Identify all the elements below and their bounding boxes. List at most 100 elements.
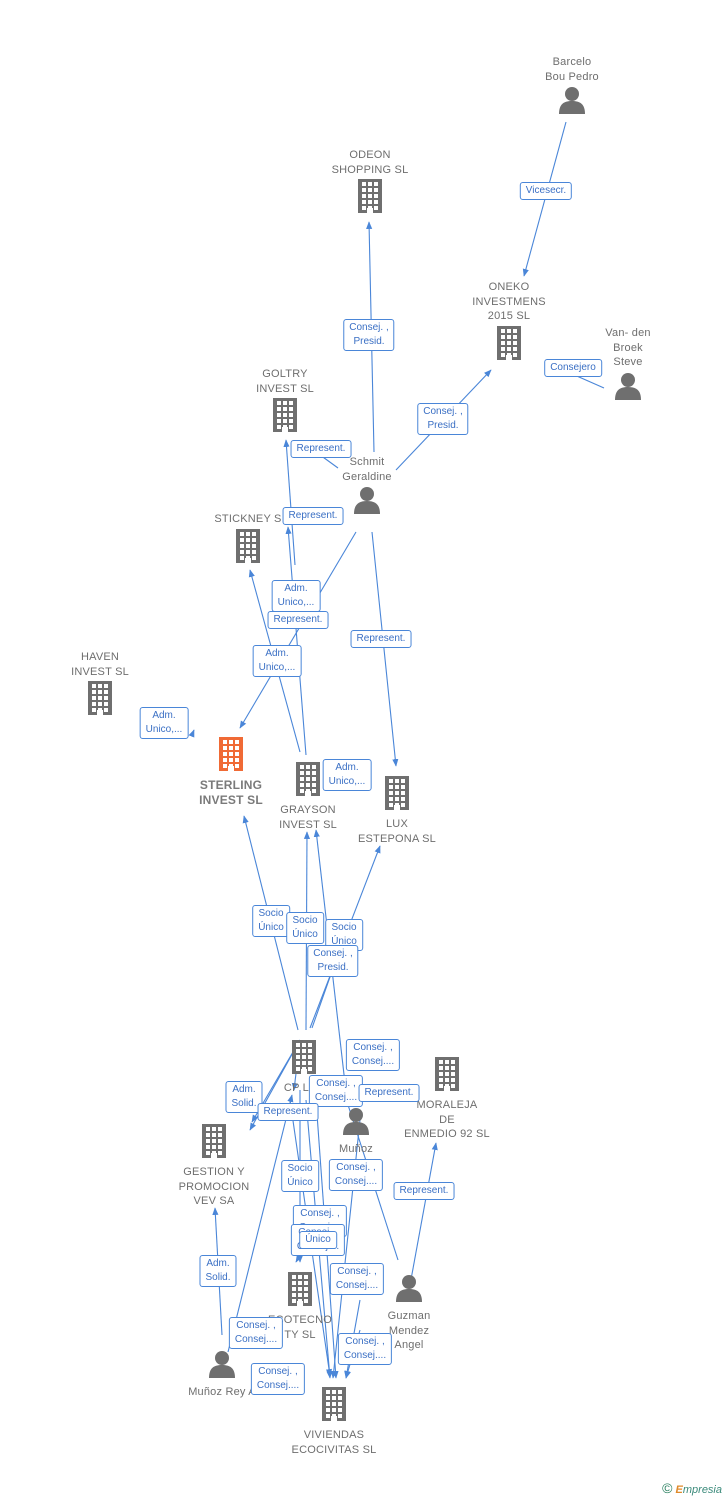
person-node-munoz[interactable]: Muñoz <box>281 1105 431 1157</box>
node-label: Muñoz <box>339 1142 373 1157</box>
edge-role-text: Unico,... <box>145 724 183 735</box>
building-icon <box>286 1272 314 1311</box>
node-label-line: Broek <box>613 341 643 354</box>
edge-role-text: Adm. <box>284 583 308 594</box>
company-node-grayson[interactable]: GRAYSON INVEST SL <box>233 760 383 832</box>
edge-role-text: Adm. <box>335 762 359 773</box>
edge-role-label[interactable]: Consej. ,Consej.... <box>250 1363 306 1395</box>
edge-role-label[interactable]: Represent. <box>267 611 329 629</box>
node-label-line: GRAYSON <box>280 804 336 816</box>
company-node-cpley[interactable]: CP LEY <box>229 1038 379 1096</box>
edge-role-text: Único <box>258 922 284 933</box>
edge-role-label[interactable]: Único <box>299 1231 337 1249</box>
node-label-line: STICKNEY S <box>214 513 282 525</box>
edge-role-text: Represent. <box>263 1106 313 1117</box>
edge-role-label[interactable]: Consej. ,Presid. <box>307 945 359 977</box>
edge-role-text: Único <box>331 936 357 947</box>
edge-role-label[interactable]: Adm.Solid. <box>225 1081 263 1113</box>
edge-role-text: Represent. <box>296 443 346 454</box>
node-label-line: INVEST SL <box>279 818 337 831</box>
edge-role-label[interactable]: Consej. ,Consej.... <box>329 1263 385 1295</box>
edge-role-label[interactable]: Adm.Unico,... <box>252 645 302 677</box>
node-label: STICKNEY S <box>214 512 281 527</box>
node-label-line: HAVEN <box>80 651 120 663</box>
node-label-line: Geraldine <box>342 470 392 483</box>
edge-role-text: Consej. , <box>345 1336 385 1347</box>
node-label: Muñoz Rey A <box>188 1385 256 1400</box>
edge-role-label[interactable]: Represent. <box>257 1103 319 1121</box>
edge-role-text: Consej.... <box>314 1092 358 1103</box>
edge-role-label[interactable]: Consej. ,Presid. <box>417 403 469 435</box>
company-node-stickney[interactable]: STICKNEY S <box>173 512 323 570</box>
edge-role-text: Consej.... <box>343 1350 387 1361</box>
building-icon <box>290 1040 318 1079</box>
edge-role-text: Consejero <box>550 362 596 373</box>
node-label-line: MORALEJA <box>416 1099 478 1111</box>
edge-role-label[interactable]: Represent. <box>282 507 344 525</box>
node-label-line: INVEST SL <box>71 665 129 678</box>
edge-role-label[interactable]: Consej. ,Consej.... <box>328 1159 384 1191</box>
edge-role-label[interactable]: Adm.Solid. <box>199 1255 237 1287</box>
building-icon <box>356 179 384 218</box>
company-node-haven[interactable]: HAVEN INVEST SL <box>25 650 175 722</box>
node-label-line: ESTEPONA SL <box>357 832 436 845</box>
edge-role-text: Adm. <box>206 1258 230 1269</box>
node-label-line: ENMEDIO 92 SL <box>404 1128 490 1140</box>
edge-role-text: Consej. , <box>353 1042 393 1053</box>
node-label-line: ODEON <box>349 149 391 161</box>
node-label-line: Angel <box>394 1339 424 1351</box>
edge-role-label[interactable]: Consej. ,Consej.... <box>308 1075 364 1107</box>
edge-role-label[interactable]: Adm.Unico,... <box>139 707 189 739</box>
edge-role-text: Adm. <box>265 648 289 659</box>
node-label-line: ECOCIVITAS SL <box>291 1443 377 1456</box>
building-icon <box>217 737 245 776</box>
relation-edge <box>371 531 399 767</box>
node-label-line: Schmit <box>349 456 385 468</box>
edge-role-label[interactable]: Consej. , Consej.... <box>337 1333 393 1365</box>
edge-role-label[interactable]: Vicesecr. <box>519 182 573 200</box>
edge-role-label[interactable]: Consej. ,Presid. <box>343 319 395 351</box>
edge-role-label[interactable]: Adm. Unico,... <box>322 759 372 791</box>
edge-role-label[interactable]: Consej. ,Consej.... <box>228 1317 284 1349</box>
edge-role-label[interactable]: Represent. <box>290 440 352 458</box>
person-icon <box>342 1107 370 1140</box>
building-icon <box>86 681 114 720</box>
edge-role-text: Consej. , <box>258 1366 298 1377</box>
edge-role-label[interactable]: Consejero <box>544 359 602 377</box>
edge-role-text: Unico,... <box>328 776 366 787</box>
edge-role-label[interactable]: Represent. <box>393 1182 455 1200</box>
person-node-munozrey[interactable]: Muñoz Rey A <box>147 1348 297 1400</box>
edge-role-label[interactable]: Adm.Unico,... <box>271 580 321 612</box>
node-label-line: ONEKO <box>488 281 530 293</box>
edge-role-label[interactable]: Represent. <box>350 630 412 648</box>
building-icon <box>383 776 411 815</box>
node-label-line: Muñoz Rey A <box>188 1386 256 1398</box>
edge-role-text: Consej.... <box>334 1176 378 1187</box>
edge-role-label[interactable]: Represent. <box>358 1084 420 1102</box>
edge-role-label[interactable]: Consej. ,Consej.... <box>345 1039 401 1071</box>
relation-edge <box>409 1142 438 1286</box>
